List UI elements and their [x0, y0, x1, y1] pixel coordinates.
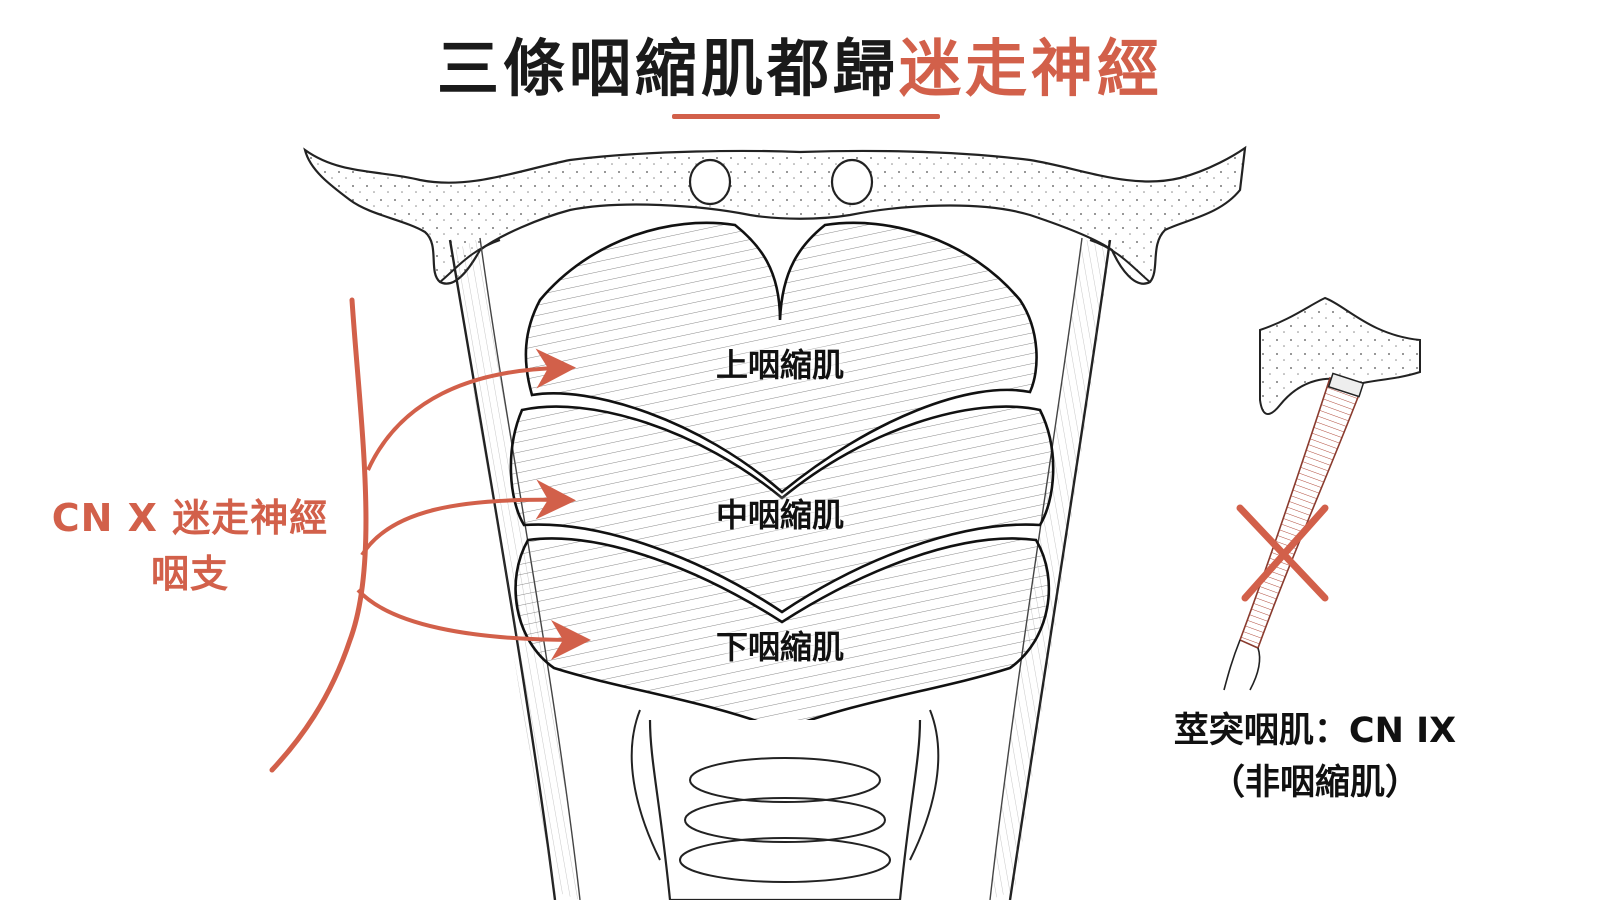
- label-inferior-constrictor: 下咽縮肌: [715, 628, 844, 666]
- cross-mark-icon: [1236, 504, 1329, 602]
- branch-superior-arrow: [366, 348, 576, 471]
- stylopharyngeus-inset: [1223, 296, 1421, 691]
- skull-base: [303, 145, 1247, 285]
- trachea: [630, 709, 940, 900]
- middle-constrictor-muscle: [509, 405, 1055, 614]
- branch-middle-arrow: [360, 479, 576, 557]
- title-main: 三條咽縮肌都歸: [436, 32, 899, 105]
- inferior-constrictor-muscle: [514, 537, 1051, 732]
- label-middle-constrictor: 中咽縮肌: [715, 496, 844, 534]
- page-title: 三條咽縮肌都歸迷走神經: [0, 18, 1600, 108]
- title-accent: 迷走神經: [899, 32, 1164, 105]
- vagus-nerve-label-line2: 咽支: [150, 552, 229, 596]
- branch-inferior-arrow: [356, 588, 591, 660]
- stylopharyngeus-label-line2: （非咽縮肌）: [1209, 763, 1420, 803]
- vagus-nerve: [269, 297, 591, 773]
- label-superior-constrictor: 上咽縮肌: [715, 346, 844, 384]
- superior-constrictor-muscle: [524, 221, 1038, 494]
- stylopharyngeus-label-line1: 莖突咽肌：CN IX: [1173, 711, 1457, 751]
- title-underline: [672, 114, 940, 119]
- vagus-nerve-label: CN X 迷走神經 咽支: [20, 490, 360, 602]
- stylopharyngeus-label: 莖突咽肌：CN IX （非咽縮肌）: [1150, 705, 1480, 809]
- vagus-nerve-label-line1: CN X 迷走神經: [51, 496, 329, 540]
